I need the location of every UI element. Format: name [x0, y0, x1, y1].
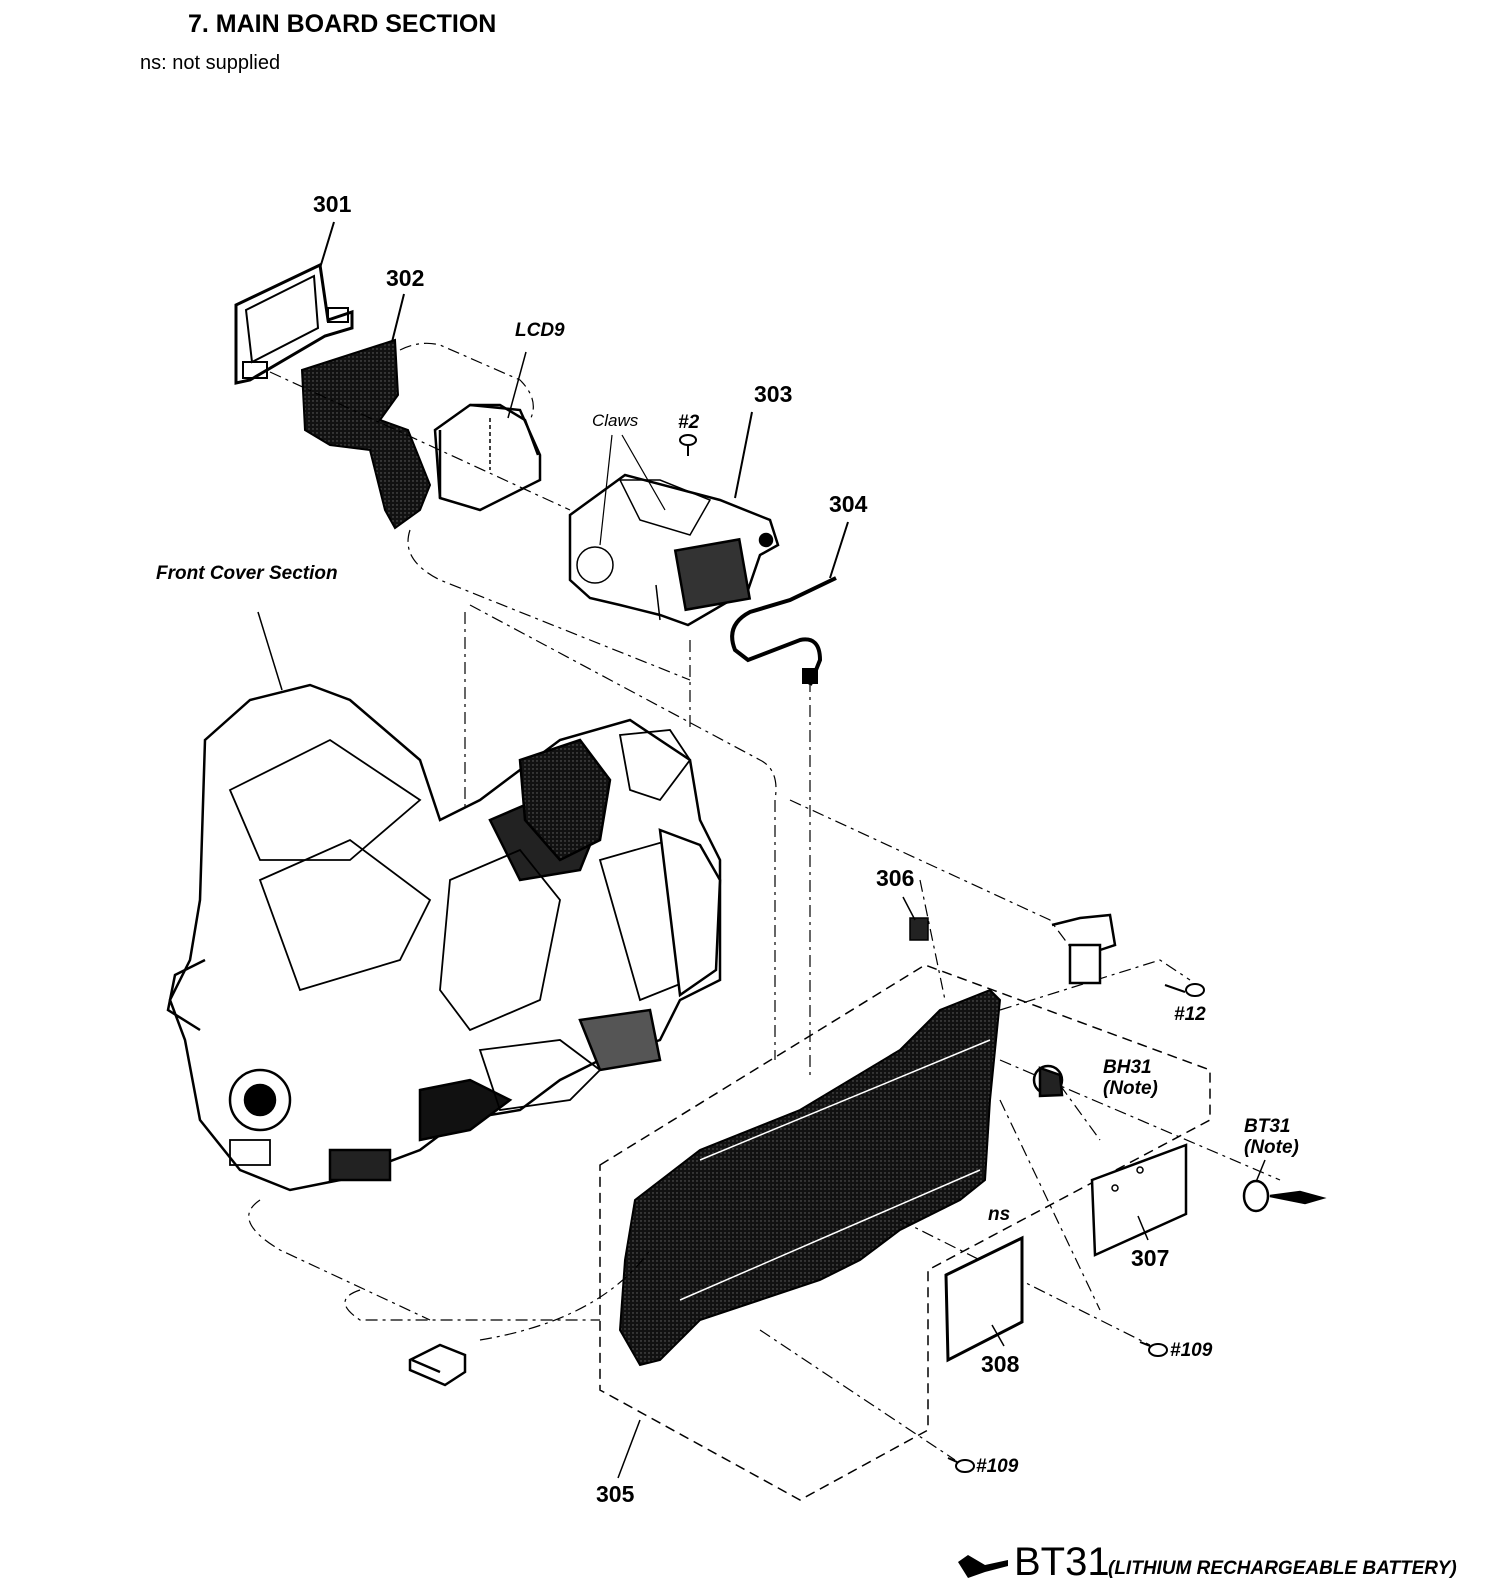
label-ns: ns	[988, 1204, 1010, 1225]
part-308-sheet	[944, 1235, 1024, 1363]
label-304: 304	[829, 491, 868, 517]
leader-303	[734, 411, 753, 499]
part-302-sheet	[300, 338, 432, 530]
label-lcd9: LCD9	[515, 320, 565, 341]
label-308: 308	[981, 1351, 1020, 1377]
part-306	[909, 917, 929, 941]
part-bt31	[1242, 1179, 1327, 1213]
part-bh31	[1032, 1064, 1064, 1098]
footer-part-description: (LITHIUM RECHARGEABLE BATTERY)	[1108, 1558, 1457, 1579]
leader-claws	[599, 434, 666, 546]
label-307: 307	[1131, 1245, 1169, 1271]
label-302: 302	[386, 265, 424, 291]
part-301-bracket	[234, 262, 354, 385]
label-screw-12: #12	[1174, 1004, 1206, 1025]
label-screw-109-right: #109	[1170, 1340, 1213, 1361]
part-lcd9	[433, 403, 542, 512]
label-front-cover-section: Front Cover Section	[156, 563, 338, 584]
page-subtitle: ns: not supplied	[140, 52, 281, 74]
label-301: 301	[313, 191, 352, 217]
label-306: 306	[876, 865, 914, 891]
part-305-main-board	[618, 988, 1002, 1367]
label-bh31-note: (Note)	[1103, 1078, 1158, 1099]
label-screw-2: #2	[678, 412, 700, 433]
leader-307	[1137, 1215, 1149, 1241]
leader-301	[319, 221, 335, 269]
leader-bt31	[1255, 1159, 1266, 1183]
leader-lcd9	[507, 351, 527, 419]
label-bh31: BH31	[1103, 1057, 1152, 1078]
part-303-lcd-unit	[568, 473, 780, 627]
part-307-sheet	[1090, 1143, 1188, 1257]
guide-lines-top	[269, 342, 811, 1080]
leader-308	[991, 1324, 1005, 1347]
label-claws: Claws	[592, 411, 639, 430]
screw-2	[679, 434, 697, 456]
screw-109-bottom	[947, 1457, 975, 1473]
footer-battery-arrow	[958, 1555, 1008, 1578]
connector-right	[1051, 913, 1117, 985]
part-304-connector	[802, 668, 818, 684]
footer-part-number: BT31	[1014, 1540, 1110, 1579]
screw-12	[1164, 983, 1205, 997]
part-304-cable	[730, 576, 837, 686]
connector-bottom-left	[408, 1343, 467, 1387]
leader-305	[617, 1419, 641, 1479]
leader-302	[391, 293, 405, 343]
label-screw-109-bottom: #109	[976, 1456, 1019, 1477]
chassis-frame	[166, 683, 722, 1192]
label-bt31: BT31	[1244, 1116, 1290, 1137]
leader-front-cover	[257, 611, 283, 691]
page-title: 7. MAIN BOARD SECTION	[188, 10, 497, 38]
leader-306	[902, 896, 916, 921]
leader-304	[829, 521, 849, 579]
bracket-box-305	[599, 964, 1211, 1501]
label-305: 305	[596, 1481, 635, 1507]
label-bt31-note: (Note)	[1244, 1137, 1299, 1158]
screw-109-right	[1139, 1341, 1168, 1357]
label-303: 303	[754, 381, 792, 407]
